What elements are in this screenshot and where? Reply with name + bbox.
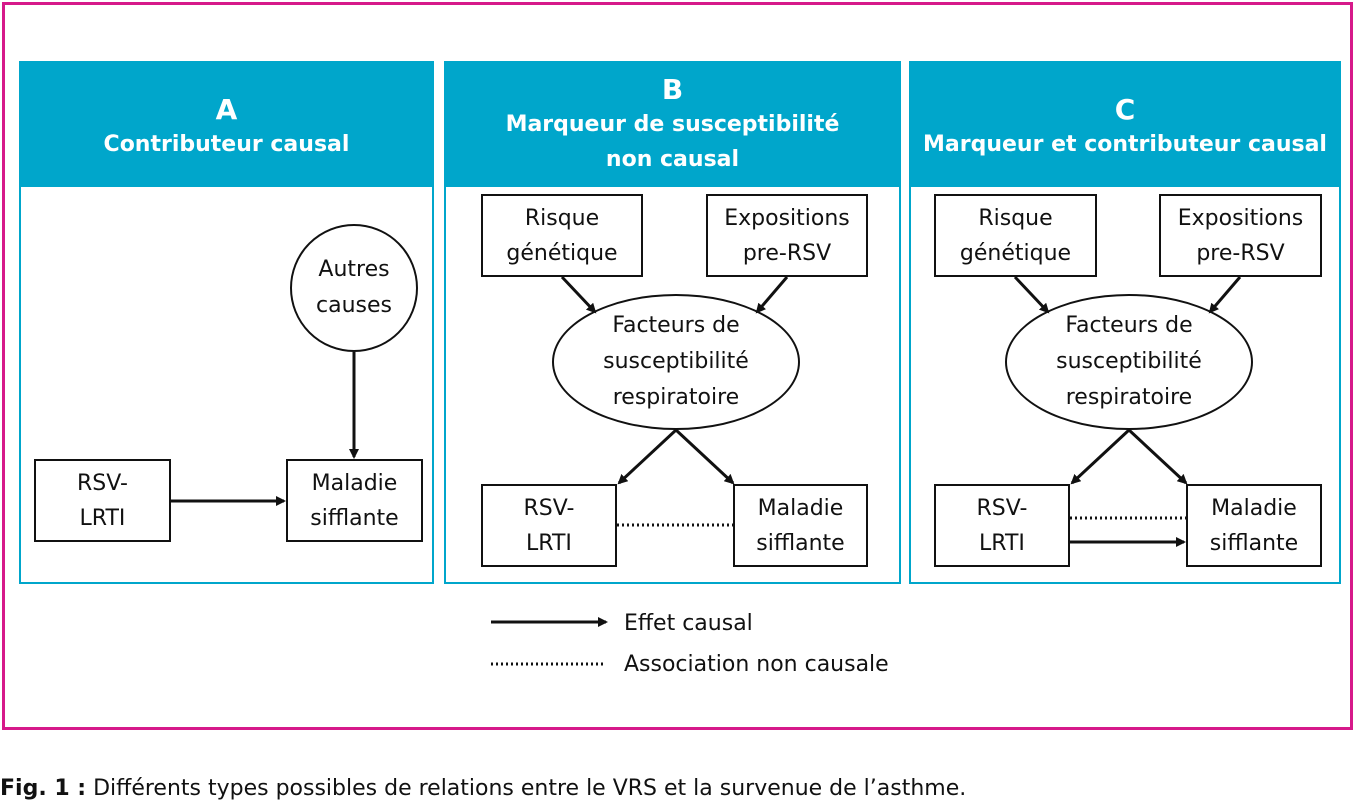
panel-c-title: Marqueur et contributeur causal <box>923 132 1327 157</box>
node-c-maladie-sifflante: Maladie sifflante <box>1186 484 1322 567</box>
panel-a-header: A Contributeur causal <box>21 63 432 187</box>
figure-frame <box>2 2 1353 730</box>
panel-a-title: Contributeur causal <box>103 132 350 157</box>
panel-a-letter: A <box>215 93 238 126</box>
node-c-expositions-pre-rsv: Expositions pre-RSV <box>1159 194 1322 277</box>
node-a-rsv-lrti: RSV- LRTI <box>34 459 171 542</box>
node-c-rsv-lrti: RSV- LRTI <box>934 484 1070 567</box>
legend-causal-label: Effet causal <box>624 611 753 636</box>
node-b-rsv-lrti: RSV- LRTI <box>481 484 617 567</box>
caption-label: Fig. 1 : <box>0 776 87 801</box>
node-c-facteurs-susceptibilite: Facteurs de susceptibilité respiratoire <box>1005 294 1253 430</box>
panel-b-letter: B <box>661 73 684 106</box>
node-a-autres-causes: Autres causes <box>290 224 418 352</box>
node-b-facteurs-susceptibilite: Facteurs de susceptibilité respiratoire <box>552 294 800 430</box>
node-a-maladie-sifflante: Maladie sifflante <box>286 459 423 542</box>
figure-caption: Fig. 1 : Différents types possibles de r… <box>0 774 966 804</box>
panel-b: B Marqueur de susceptibilité non causal <box>444 61 901 584</box>
node-b-expositions-pre-rsv: Expositions pre-RSV <box>706 194 868 277</box>
panel-b-title: Marqueur de susceptibilité non causal <box>505 112 840 172</box>
node-c-risque-genetique: Risque génétique <box>934 194 1097 277</box>
node-b-risque-genetique: Risque génétique <box>481 194 643 277</box>
panel-c-letter: C <box>1114 93 1136 126</box>
legend-non-causal-label: Association non causale <box>624 652 889 677</box>
node-b-maladie-sifflante: Maladie sifflante <box>733 484 868 567</box>
panel-b-header: B Marqueur de susceptibilité non causal <box>446 63 899 187</box>
panel-c-header: C Marqueur et contributeur causal <box>911 63 1339 187</box>
caption-text: Différents types possibles de relations … <box>86 776 967 801</box>
